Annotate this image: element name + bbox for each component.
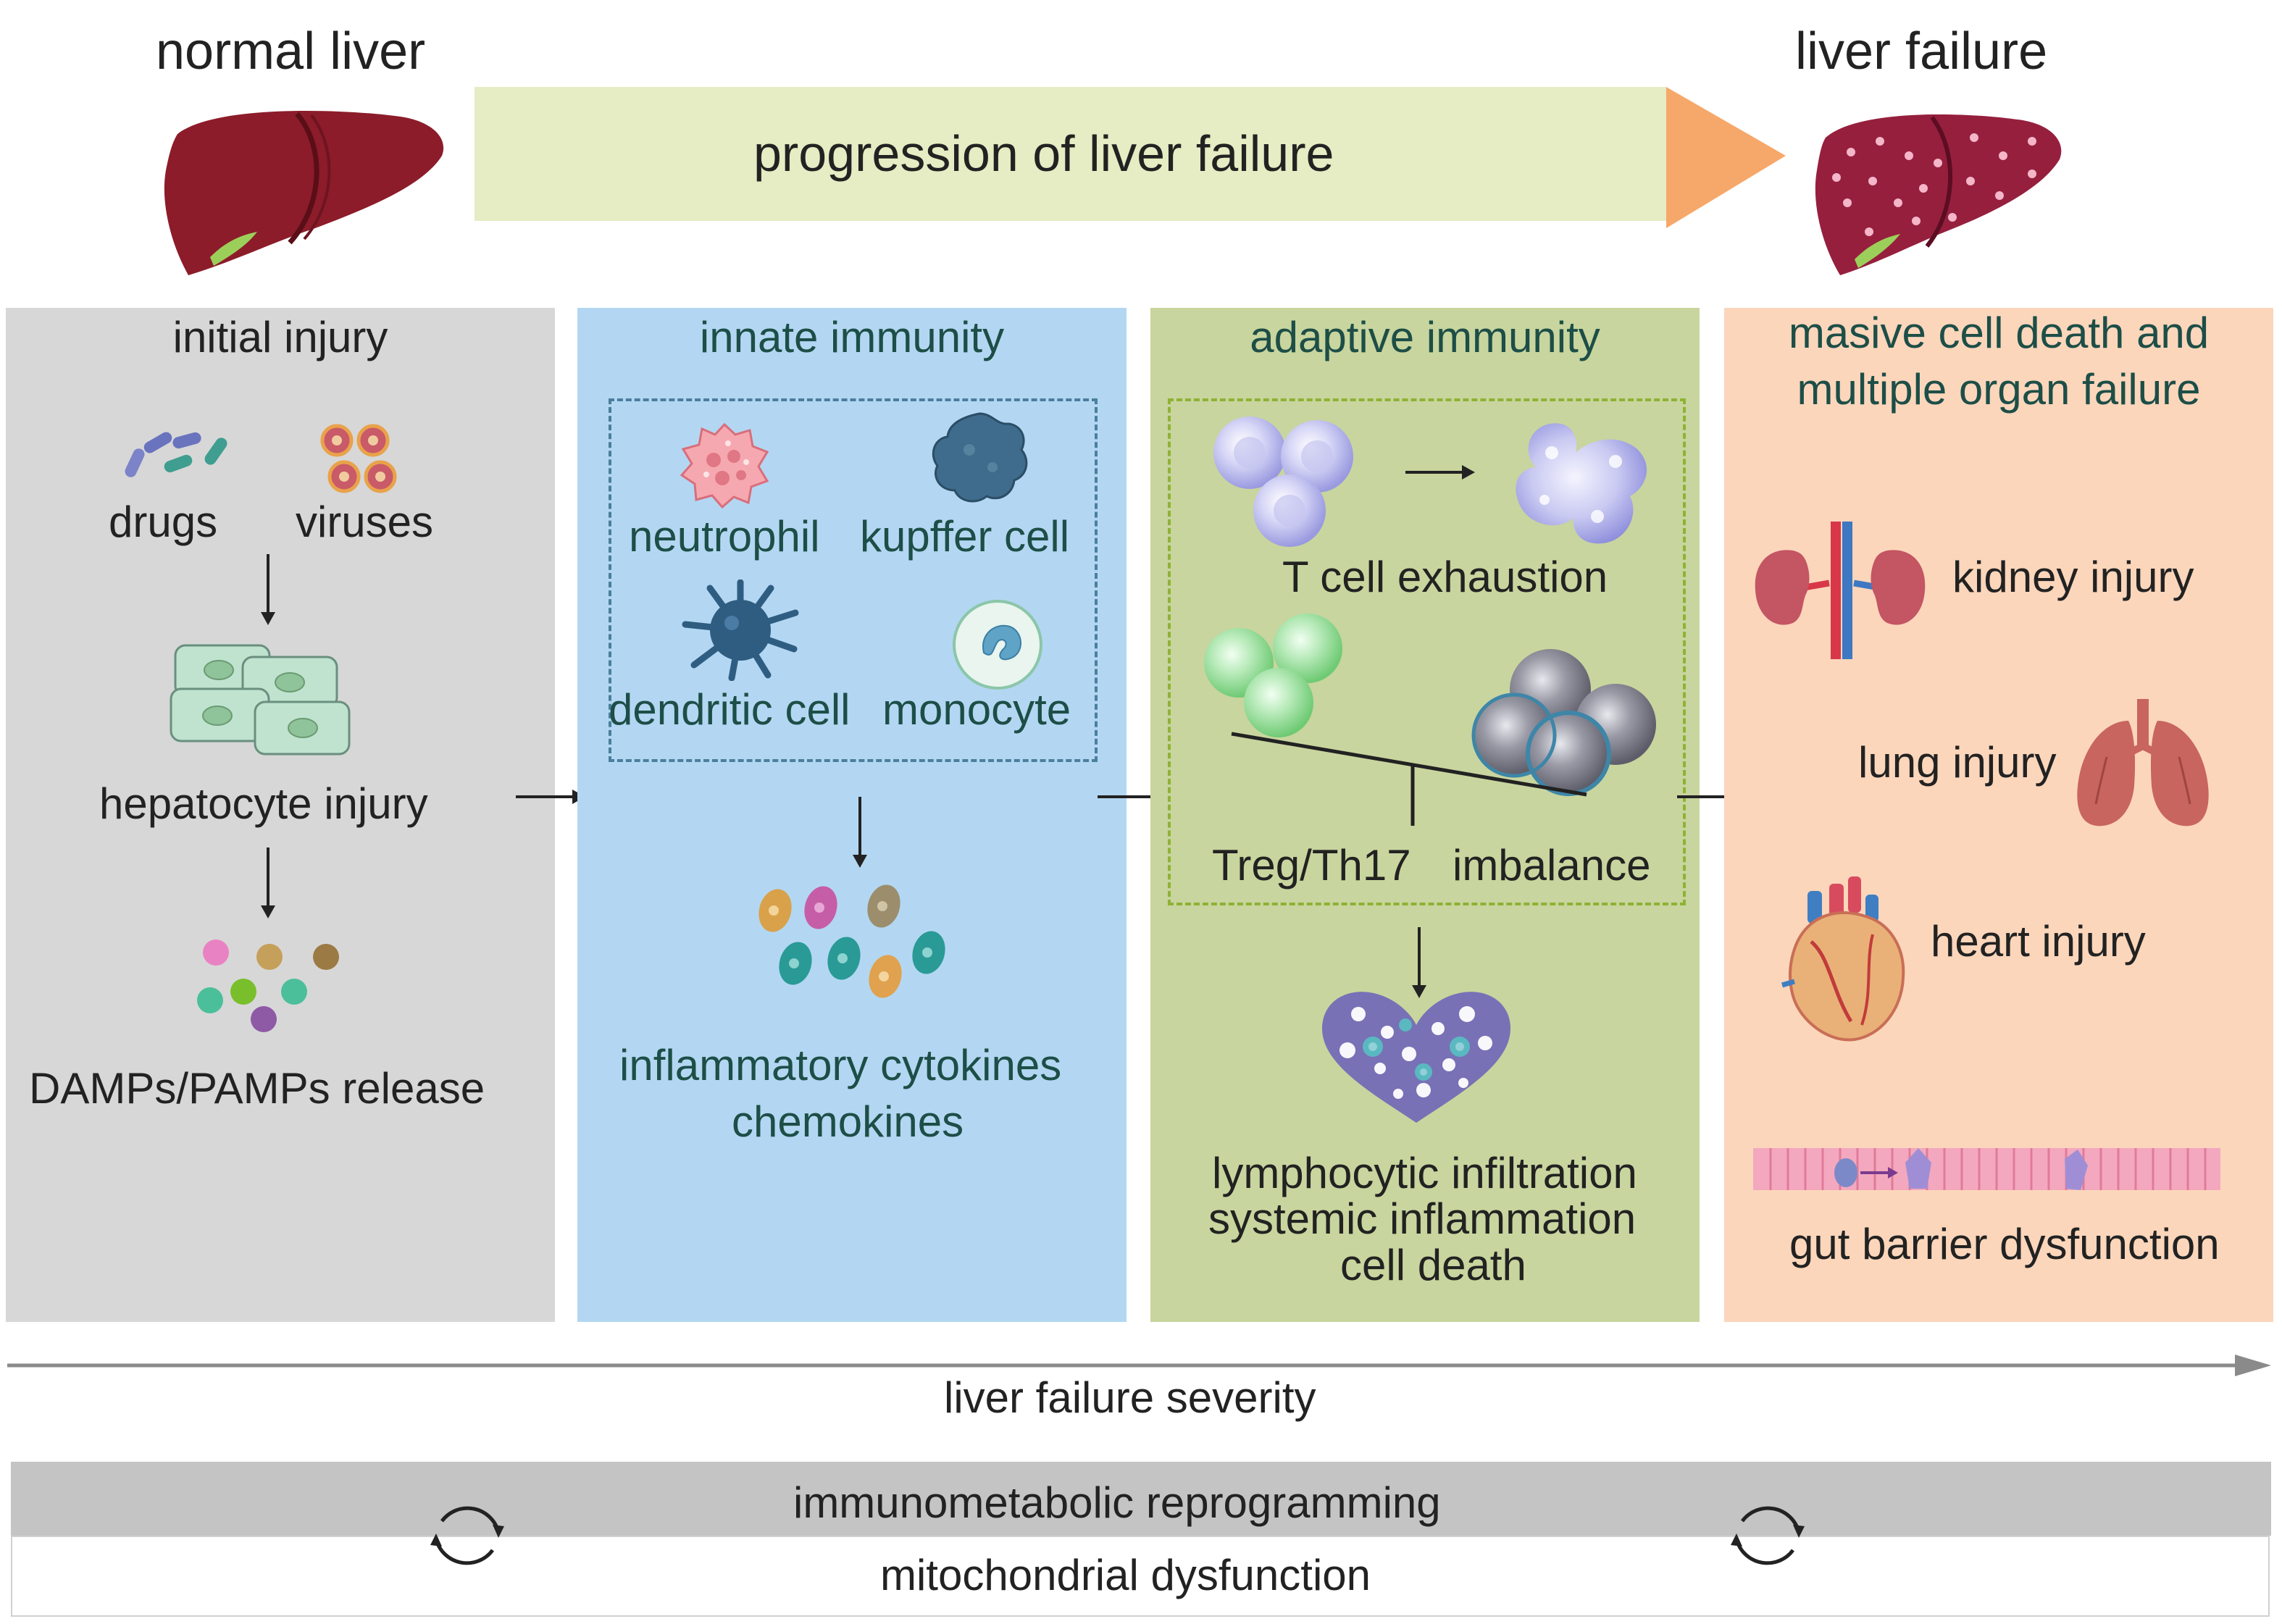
kidney-icon xyxy=(1755,522,1926,659)
hepatocyte-icon xyxy=(170,644,351,756)
cycle-icon xyxy=(1731,1506,1805,1565)
damps-label: DAMPs/PAMPs release xyxy=(29,1064,485,1113)
mitochondrial-bar xyxy=(11,1536,2270,1617)
organ-failure-title-1: masive cell death and xyxy=(1788,309,2210,357)
hepatocyte-injury-label: hepatocyte injury xyxy=(99,779,428,828)
infiltration-icon xyxy=(1322,992,1510,1123)
chemokines-label: chemokines xyxy=(732,1097,964,1146)
innate-immunity-panel: innate immunity xyxy=(577,308,1127,1322)
arrow-down xyxy=(261,847,275,918)
organ-failure-title-2: multiple organ failure xyxy=(1797,365,2201,414)
drugs-label: drugs xyxy=(109,498,218,546)
cytokines-label: inflammatory cytokines xyxy=(619,1041,1062,1089)
dendritic-cell-label: dendritic cell xyxy=(609,685,850,734)
t-cell-icon xyxy=(1213,417,1353,547)
lymphocytic-infiltration-label: lymphocytic infiltration xyxy=(1212,1149,1637,1197)
liver-icon xyxy=(164,110,444,275)
heart-injury-label: heart injury xyxy=(1931,917,2146,966)
monocyte-label: monocyte xyxy=(882,685,1071,734)
heart-icon xyxy=(1781,876,1905,1042)
treg-cell-icon xyxy=(1204,614,1342,737)
cycle-icon xyxy=(430,1506,504,1565)
kidney-injury-label: kidney injury xyxy=(1952,553,2194,601)
imbalance-label: imbalance xyxy=(1453,841,1651,890)
mitochondrial-label: mitochondrial dysfunction xyxy=(880,1551,1371,1599)
innate-cells-box xyxy=(609,398,1098,762)
lung-icon xyxy=(2077,699,2209,826)
arrow-down xyxy=(1412,927,1426,998)
th17-cell-icon xyxy=(1471,649,1656,796)
progression-label: progression of liver failure xyxy=(753,125,1334,182)
kupffer-cell-icon xyxy=(932,412,1028,503)
immunometabolic-label: immunometabolic reprogramming xyxy=(793,1478,1441,1527)
arrow-down xyxy=(853,797,867,868)
kupffer-cell-label: kupffer cell xyxy=(860,512,1070,561)
adaptive-cells-box xyxy=(1168,398,1686,905)
severity-label: liver failure severity xyxy=(944,1373,1316,1422)
lung-injury-label: lung injury xyxy=(1858,738,2057,787)
treg-th17-label: Treg/Th17 xyxy=(1212,841,1411,890)
arrow-down xyxy=(261,554,275,625)
immunometabolic-bar xyxy=(11,1462,2271,1536)
virus-icon xyxy=(320,424,397,493)
damp-molecules-icon xyxy=(197,939,339,1032)
neutrophil-icon xyxy=(680,422,769,509)
viruses-label: viruses xyxy=(296,498,434,546)
arrow-right xyxy=(1405,465,1475,480)
liver-failure-label: liver failure xyxy=(1795,22,2048,80)
cell-death-label: cell death xyxy=(1340,1241,1526,1289)
imbalance-scale xyxy=(1231,732,1587,826)
initial-injury-title: initial injury xyxy=(172,313,388,361)
gut-icon xyxy=(1753,1148,2220,1190)
t-cell-exhaustion-label: T cell exhaustion xyxy=(1282,553,1608,601)
neutrophil-label: neutrophil xyxy=(629,512,820,561)
gut-barrier-label: gut barrier dysfunction xyxy=(1789,1220,2220,1268)
exhausted-t-cell-icon xyxy=(1516,423,1647,544)
diseased-liver-icon xyxy=(1815,114,2062,275)
innate-immunity-title: innate immunity xyxy=(699,313,1005,361)
adaptive-immunity-title: adaptive immunity xyxy=(1250,313,1600,361)
progression-arrow xyxy=(475,87,1786,228)
normal-liver-label: normal liver xyxy=(156,22,426,80)
drug-capsules-icon xyxy=(125,432,227,477)
initial-injury-panel: initial injury xyxy=(6,308,555,1322)
severity-axis-arrow xyxy=(7,1355,2271,1376)
dendritic-cell-icon xyxy=(682,579,799,681)
cytokine-icon xyxy=(758,884,945,998)
systemic-inflammation-label: systemic inflammation xyxy=(1208,1194,1637,1243)
monocyte-icon xyxy=(953,600,1042,690)
